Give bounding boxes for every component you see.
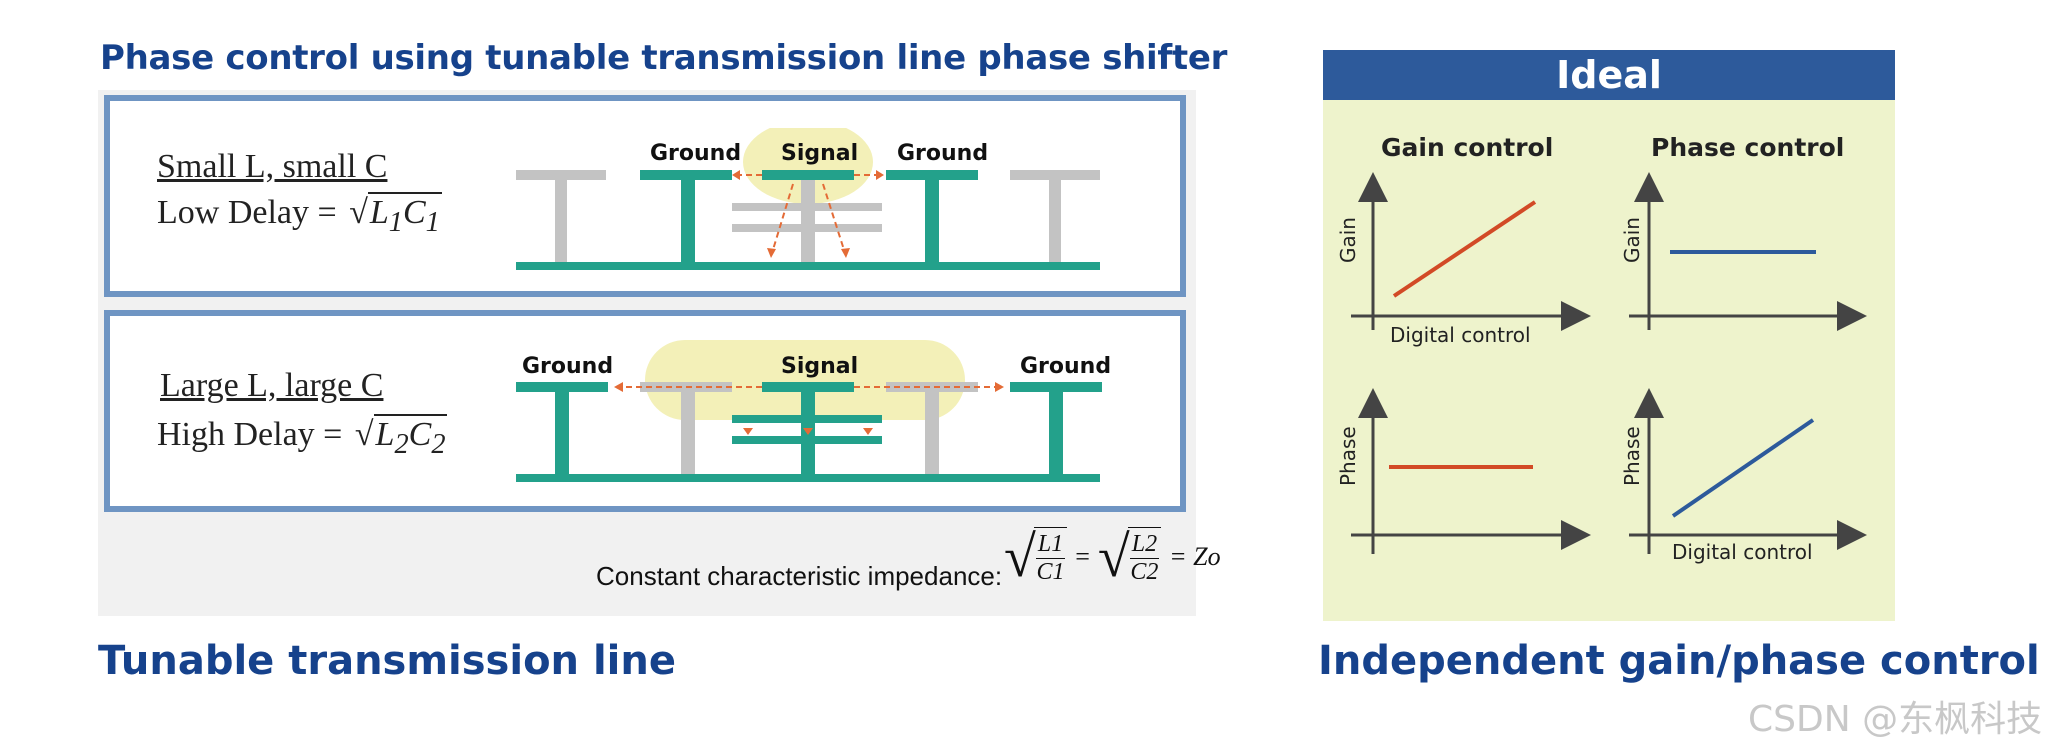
gain-control-title: Gain control bbox=[1381, 133, 1554, 162]
large-lc-header: Large L, large C bbox=[160, 367, 384, 404]
tunable-line-caption: Tunable transmission line bbox=[98, 638, 676, 684]
low-delay-label: Low Delay = bbox=[157, 194, 346, 231]
large-lc-line-diagram bbox=[516, 340, 1102, 482]
gain-plot-gain-control bbox=[1351, 172, 1591, 331]
signal-highlight bbox=[645, 340, 965, 420]
phase-plot-gain-control bbox=[1351, 388, 1591, 554]
sqrt-symbol: √L1C1 bbox=[349, 192, 442, 238]
small-lc-header: Small L, small C bbox=[157, 148, 388, 185]
csdn-watermark: CSDN @东枫科技 bbox=[1748, 699, 2043, 740]
signal-label: Signal bbox=[781, 354, 859, 379]
high-delay-label: High Delay = bbox=[157, 416, 351, 453]
impedance-result: = Zo bbox=[1169, 541, 1221, 571]
low-delay-formula: Low Delay = √L1C1 bbox=[157, 192, 442, 239]
frac1-numerator: L1 bbox=[1035, 531, 1066, 559]
ideal-plots bbox=[1351, 172, 1867, 554]
plot4-xlabel: Digital control bbox=[1672, 540, 1813, 564]
signal-conductor bbox=[762, 382, 854, 392]
phase-plot-phase-control bbox=[1629, 388, 1867, 554]
frac2-numerator: L2 bbox=[1129, 531, 1160, 559]
frac1-denominator: C1 bbox=[1036, 559, 1065, 585]
plot1-ylabel: Gain bbox=[1336, 217, 1360, 263]
phase-control-title: Phase control bbox=[1651, 133, 1845, 162]
plot2-ylabel: Gain bbox=[1620, 217, 1644, 263]
small-lc-line-diagram bbox=[516, 128, 1100, 270]
ideal-header: Ideal bbox=[1323, 50, 1895, 100]
gain-plot-phase-control bbox=[1629, 172, 1867, 331]
impedance-label: Constant characteristic impedance: bbox=[596, 561, 1003, 591]
sqrt-l2c2: L2C2 bbox=[373, 414, 448, 460]
signal-label: Signal bbox=[781, 141, 859, 166]
ground-label-right: Ground bbox=[897, 141, 989, 166]
sqrt-l1c1: L1C1 bbox=[367, 192, 442, 238]
plot1-xlabel: Digital control bbox=[1390, 323, 1531, 347]
high-delay-formula: High Delay = √L2C2 bbox=[157, 414, 448, 461]
signal-highlight bbox=[743, 128, 873, 204]
left-panel-title: Phase control using tunable transmission… bbox=[100, 38, 1228, 78]
signal-conductor bbox=[762, 170, 854, 180]
plot4-ylabel: Phase bbox=[1620, 426, 1644, 486]
sqrt-symbol: √L2C2 bbox=[354, 414, 448, 460]
gain-increasing-line bbox=[1392, 200, 1537, 298]
ground-label-right: Ground bbox=[1020, 354, 1112, 379]
ground-label-left: Ground bbox=[650, 141, 742, 166]
ideal-panel bbox=[1323, 50, 1895, 621]
phase-increasing-line bbox=[1671, 418, 1815, 518]
plot3-ylabel: Phase bbox=[1336, 426, 1360, 486]
ground-label-left: Ground bbox=[522, 354, 614, 379]
frac2-denominator: C2 bbox=[1130, 559, 1159, 585]
independent-control-caption: Independent gain/phase control bbox=[1318, 638, 2040, 684]
